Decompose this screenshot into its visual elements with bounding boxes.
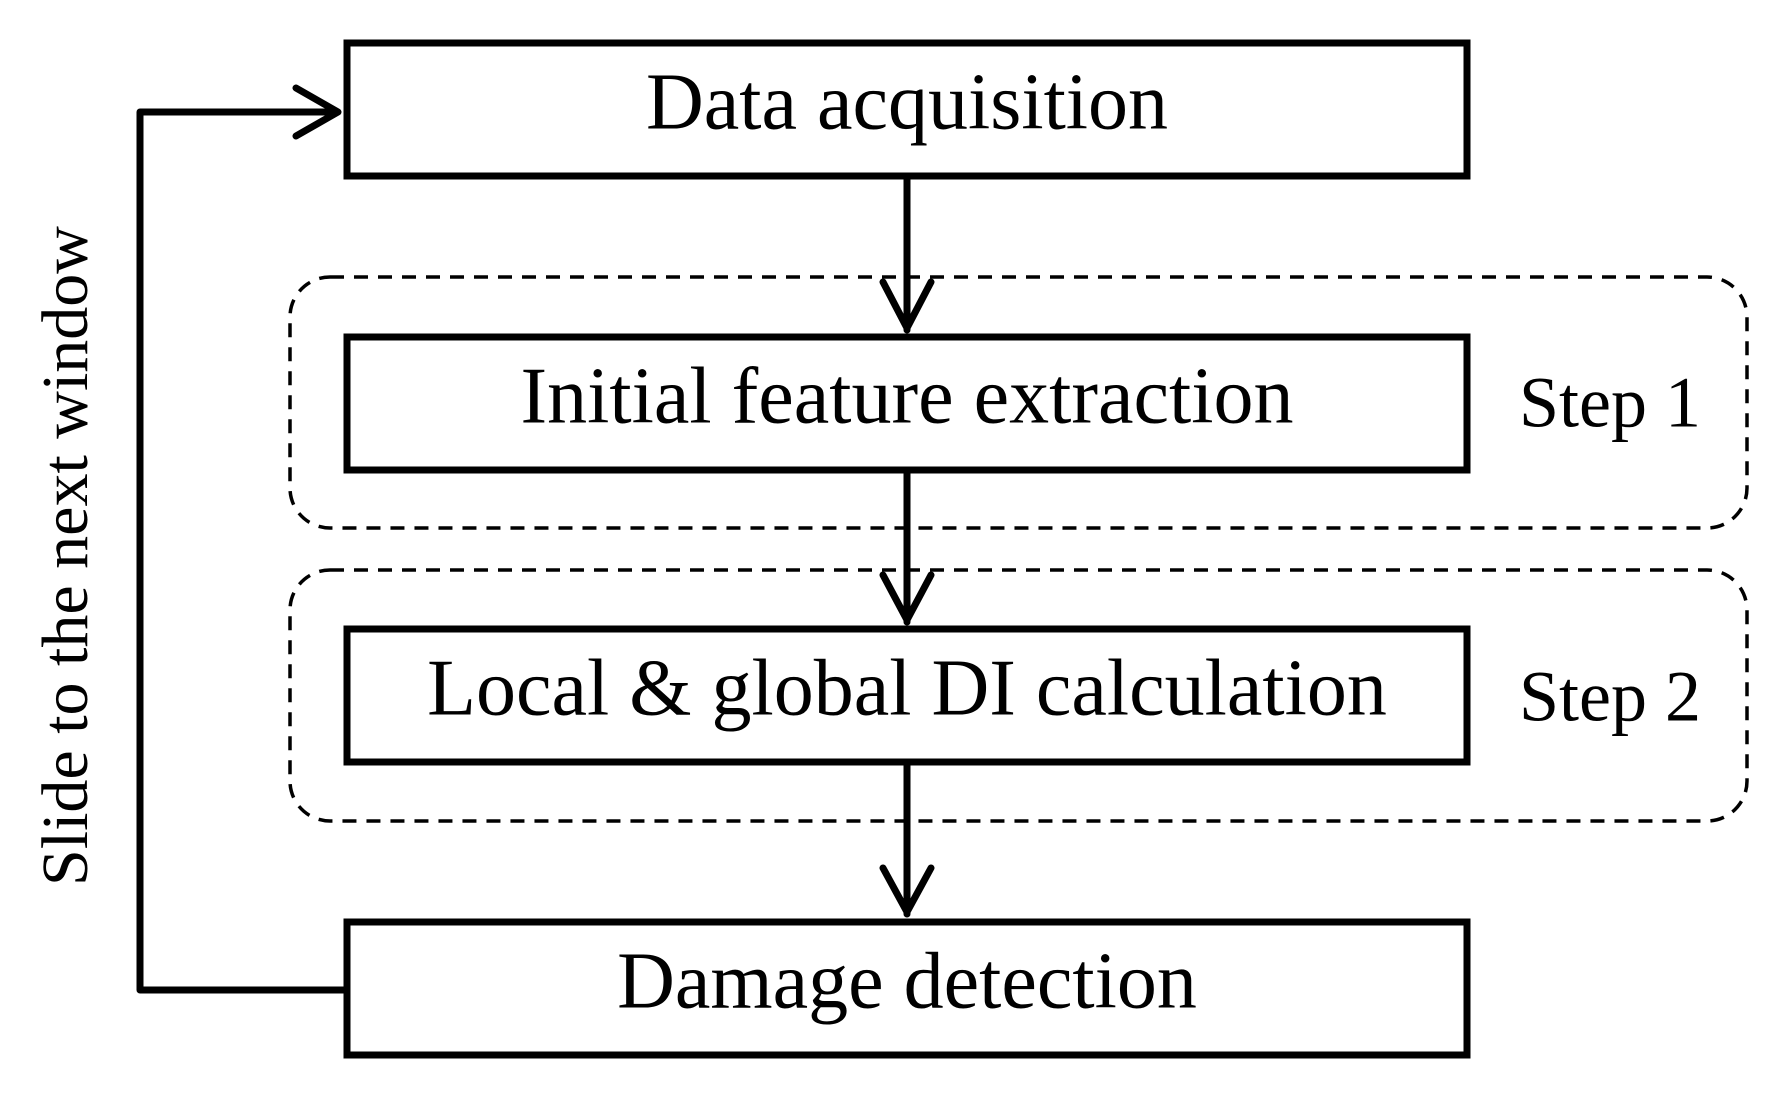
di-calculation-label: Local & global DI calculation	[427, 644, 1387, 732]
feedback-loop-arrow	[136, 84, 351, 994]
step1-group-outline	[288, 275, 1749, 530]
arrow-calculation-to-detection	[879, 758, 935, 918]
di-calculation-box	[343, 625, 1471, 766]
initial-feature-extraction-label: Initial feature extraction	[521, 352, 1294, 440]
data-acquisition-label: Data acquisition	[646, 58, 1168, 146]
damage-detection-label: Damage detection	[617, 937, 1197, 1025]
arrow-extraction-to-calculation	[879, 466, 935, 626]
initial-feature-extraction-box	[343, 333, 1471, 474]
data-acquisition-box	[343, 39, 1471, 180]
arrow-acquisition-to-extraction	[879, 172, 935, 334]
step2-group-outline	[288, 568, 1749, 823]
step1-label: Step 1	[1519, 363, 1701, 443]
step2-label: Step 2	[1519, 657, 1701, 737]
loop-label: Slide to the next window	[29, 226, 102, 886]
